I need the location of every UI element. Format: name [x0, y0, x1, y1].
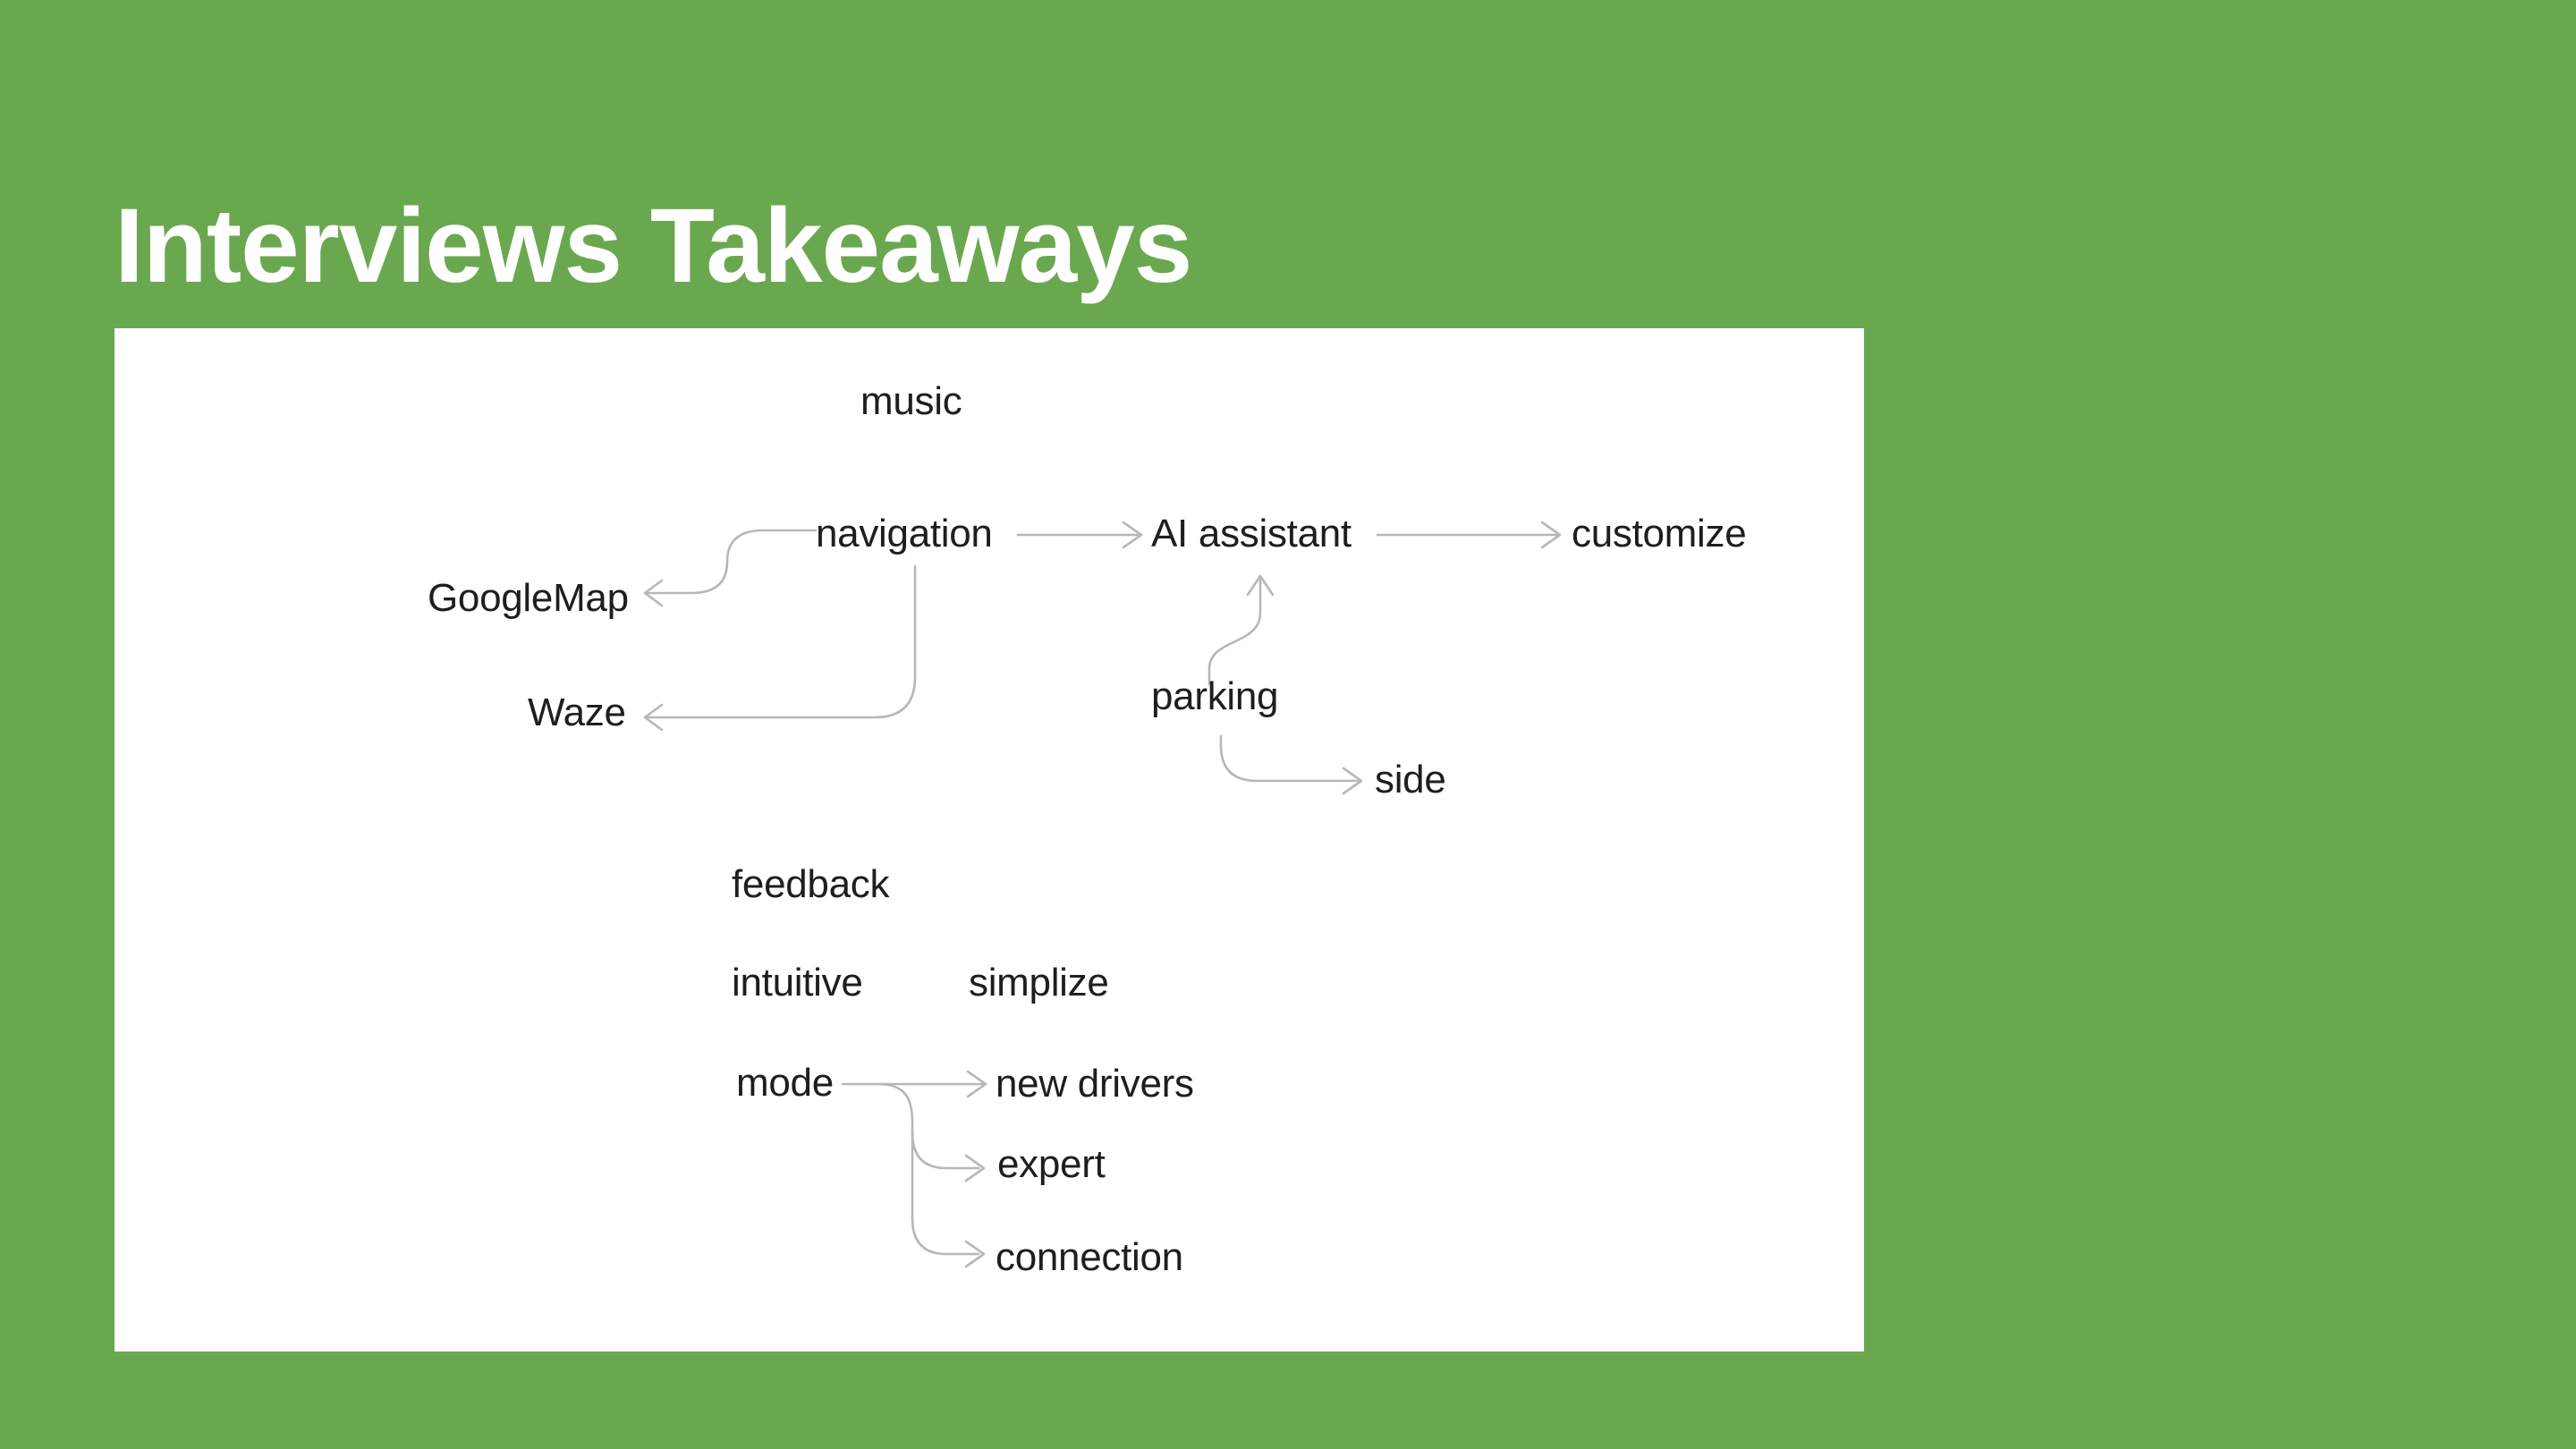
- mindmap-panel: music navigation AI assistant customize …: [114, 328, 1864, 1352]
- page-title: Interviews Takeaways: [114, 187, 1192, 306]
- node-music[interactable]: music: [860, 379, 962, 423]
- edge-parking-to-side: [1219, 734, 1363, 795]
- edge-mode-to-new-drivers: [841, 1070, 987, 1098]
- edge-ai-assistant-to-customize: [1376, 521, 1562, 549]
- edge-mode-to-expert: [911, 1131, 986, 1182]
- node-connection[interactable]: connection: [996, 1235, 1183, 1279]
- node-waze[interactable]: Waze: [528, 691, 626, 734]
- node-intuitive[interactable]: intuitive: [732, 961, 863, 1004]
- edge-navigation-to-ai-assistant: [1016, 521, 1143, 549]
- node-mode[interactable]: mode: [736, 1061, 834, 1105]
- node-googlemap[interactable]: GoogleMap: [428, 576, 629, 620]
- node-side[interactable]: side: [1375, 758, 1446, 801]
- node-feedback[interactable]: feedback: [732, 862, 890, 906]
- edge-parking-to-ai-assistant: [1208, 574, 1275, 686]
- node-navigation[interactable]: navigation: [816, 512, 993, 555]
- node-ai-assistant[interactable]: AI assistant: [1151, 512, 1352, 555]
- node-expert[interactable]: expert: [997, 1142, 1106, 1186]
- node-simplize[interactable]: simplize: [969, 961, 1109, 1004]
- edge-navigation-to-waze: [643, 564, 917, 732]
- edge-navigation-to-googlemap: [643, 529, 818, 607]
- node-new-drivers[interactable]: new drivers: [996, 1062, 1194, 1106]
- mindmap-connectors: [643, 521, 1562, 1268]
- node-customize[interactable]: customize: [1572, 512, 1747, 555]
- edge-mode-to-connection: [880, 1082, 986, 1268]
- node-parking[interactable]: parking: [1151, 674, 1279, 718]
